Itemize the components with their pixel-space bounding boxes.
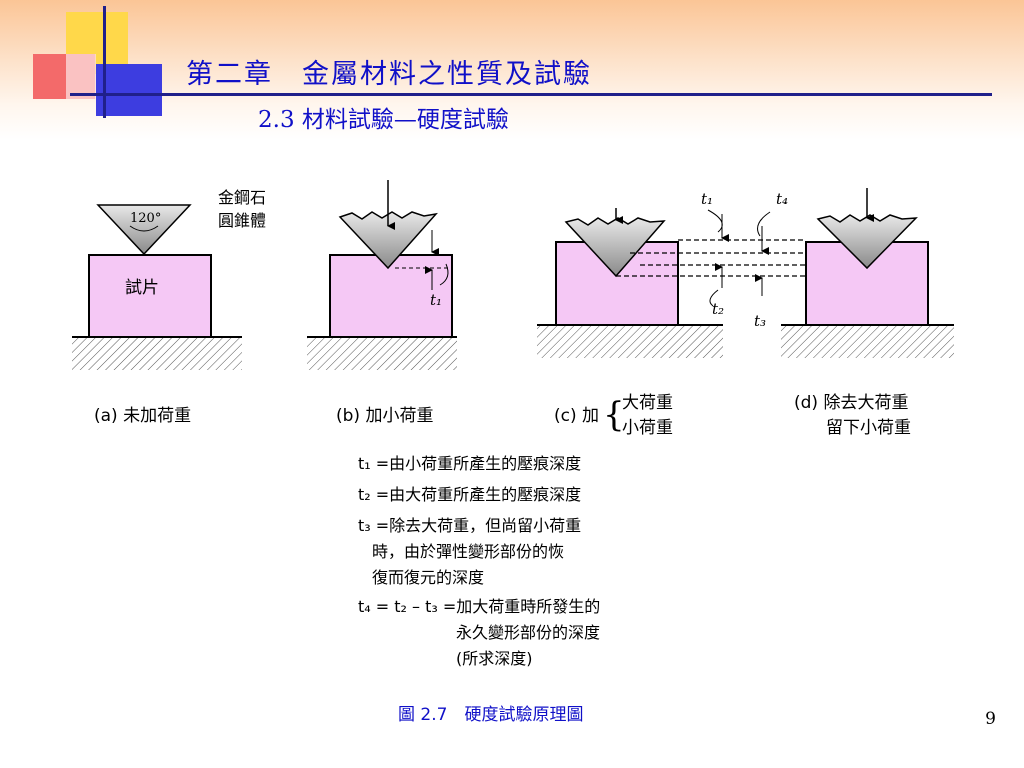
- def-t4-line2: 永久變形部份的深度: [456, 623, 600, 642]
- t1-label-b: t₁: [430, 291, 442, 309]
- indenter-label-2: 圓錐體: [218, 211, 266, 230]
- depth-arrows: [707, 209, 771, 307]
- section-title: 2.3 材料試驗—硬度試驗: [258, 107, 509, 133]
- t1-label-c: t₁: [701, 190, 713, 208]
- deco-light-square: [66, 54, 96, 99]
- angle-label: 120°: [130, 211, 161, 226]
- deco-vertical-line: [103, 6, 106, 118]
- diamond-cone-a: [96, 204, 192, 256]
- panel-d: [781, 188, 954, 358]
- header-background: [0, 0, 1024, 140]
- def-t4-line1: t₄ = t₂ – t₃ =加大荷重時所發生的: [358, 597, 600, 616]
- caption-c-line2: 小荷重: [622, 418, 673, 438]
- ground-a: [72, 337, 242, 370]
- caption-c-prefix: (c) 加: [554, 406, 599, 426]
- diamond-cone-b: [338, 211, 438, 270]
- specimen-label: 試片: [125, 278, 159, 298]
- caption-c-line1: 大荷重: [622, 393, 673, 413]
- panel-a: 120° 試片 金鋼石 圓錐體: [72, 188, 266, 370]
- def-t4-line3: (所求深度): [456, 649, 533, 668]
- page-number: 9: [985, 709, 996, 729]
- def-t3-line2: 時，由於彈性變形部份的恢: [372, 542, 564, 561]
- panel-b: t₁: [307, 180, 457, 370]
- figure-caption: 圖 2.7 硬度試驗原理圖: [398, 705, 583, 725]
- depth-lines: [616, 239, 874, 277]
- def-t3-line3: 復而復元的深度: [372, 568, 484, 587]
- ground-c: [537, 325, 723, 358]
- specimen-a: [88, 254, 212, 338]
- ground-b: [307, 337, 457, 370]
- deco-blue-square: [96, 64, 162, 116]
- t4-label: t₄: [776, 190, 788, 208]
- caption-d-line2: 留下小荷重: [826, 418, 911, 438]
- def-t1: t₁ =由小荷重所產生的壓痕深度: [358, 454, 581, 473]
- ground-d: [781, 325, 954, 358]
- diamond-cone-d: [816, 214, 918, 270]
- caption-d-line1: (d) 除去大荷重: [794, 393, 908, 413]
- caption-a: (a) 未加荷重: [94, 406, 191, 426]
- title-rule: [70, 93, 992, 96]
- chapter-title: 第二章 金屬材料之性質及試驗: [186, 59, 592, 90]
- def-t2: t₂ =由大荷重所產生的壓痕深度: [358, 485, 581, 504]
- diamond-cone-c: [564, 217, 666, 278]
- t2-label: t₂: [712, 300, 724, 318]
- panel-c: [537, 208, 723, 358]
- definitions: t₁ =由小荷重所產生的壓痕深度 t₂ =由大荷重所產生的壓痕深度 t₃ =除去…: [358, 454, 600, 668]
- caption-b: (b) 加小荷重: [336, 406, 433, 426]
- t3-label: t₃: [754, 312, 766, 330]
- def-t3-line1: t₃ =除去大荷重，但尚留小荷重: [358, 516, 581, 535]
- caption-c-brace: {: [603, 395, 625, 435]
- indenter-label-1: 金鋼石: [218, 188, 266, 207]
